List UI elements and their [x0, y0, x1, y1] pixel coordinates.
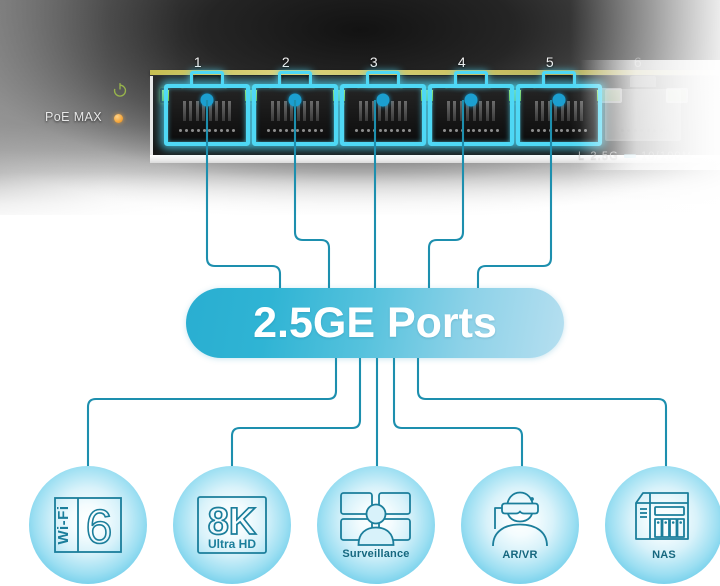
port-3-connection-dot [376, 93, 390, 107]
feature-label-arvr: AR/VR [502, 549, 538, 561]
feature-circle-nas[interactable]: NAS [605, 466, 720, 584]
svg-text:Ultra HD: Ultra HD [208, 537, 256, 551]
feature-circle-surveillance[interactable]: Surveillance [317, 466, 435, 584]
port-1-latch-glow [190, 71, 224, 85]
port-3-glow-outline [340, 84, 426, 146]
feature-circle-ultrahd[interactable]: 8K Ultra HD [173, 466, 291, 584]
port-2-connection-dot [288, 93, 302, 107]
svg-text:Wi-Fi: Wi-Fi [55, 505, 72, 544]
port-1-connection-dot [200, 93, 214, 107]
feature-label-surveillance: Surveillance [342, 548, 410, 560]
feature-label-nas: NAS [652, 549, 676, 561]
ethernet-port-4[interactable] [428, 71, 514, 146]
port-number-4: 4 [457, 54, 467, 70]
poe-status-led [114, 114, 123, 123]
port-number-5: 5 [545, 54, 555, 70]
ethernet-port-2[interactable] [252, 71, 338, 146]
ethernet-port-1[interactable] [164, 71, 250, 146]
port-number-1: 1 [193, 54, 203, 70]
port-4-connection-dot [464, 93, 478, 107]
center-banner: 2.5GE Ports [186, 288, 564, 358]
banner-label: 2.5GE Ports [253, 298, 497, 347]
ar-vr-headset-icon [492, 491, 548, 547]
poe-max-label: PoE MAX [45, 110, 102, 124]
port-number-2: 2 [281, 54, 291, 70]
port-2-latch-glow [278, 71, 312, 85]
feature-circle-arvr[interactable]: AR/VR [461, 466, 579, 584]
port-3-latch-glow [366, 71, 400, 85]
wifi-6-icon: Wi-Fi 6 6 [54, 497, 122, 555]
svg-text:6: 6 [86, 501, 113, 554]
faceplate-gold-stripe [150, 70, 720, 75]
wire-banner-to-ultrahd [230, 357, 362, 468]
port-3-contacts [355, 129, 411, 132]
ethernet-port-3[interactable] [340, 71, 426, 146]
port-5-connection-dot [552, 93, 566, 107]
8k-ultra-hd-icon: 8K Ultra HD [197, 496, 267, 554]
port-3-pins [359, 101, 407, 121]
wire-banner-to-wifi6 [86, 357, 338, 468]
nas-server-icon [635, 492, 689, 540]
svg-text:8K: 8K [208, 501, 257, 543]
power-icon [113, 83, 127, 97]
svg-text:6: 6 [86, 501, 113, 554]
port-4-latch-glow [454, 71, 488, 85]
device-background-right-fade [570, 0, 720, 215]
feature-circle-wifi6[interactable]: Wi-Fi 6 6 [29, 466, 147, 584]
surveillance-icon [340, 492, 411, 546]
port-number-3: 3 [369, 54, 379, 70]
wire-banner-to-nas [416, 357, 668, 468]
wire-banner-to-arvr [392, 357, 524, 468]
